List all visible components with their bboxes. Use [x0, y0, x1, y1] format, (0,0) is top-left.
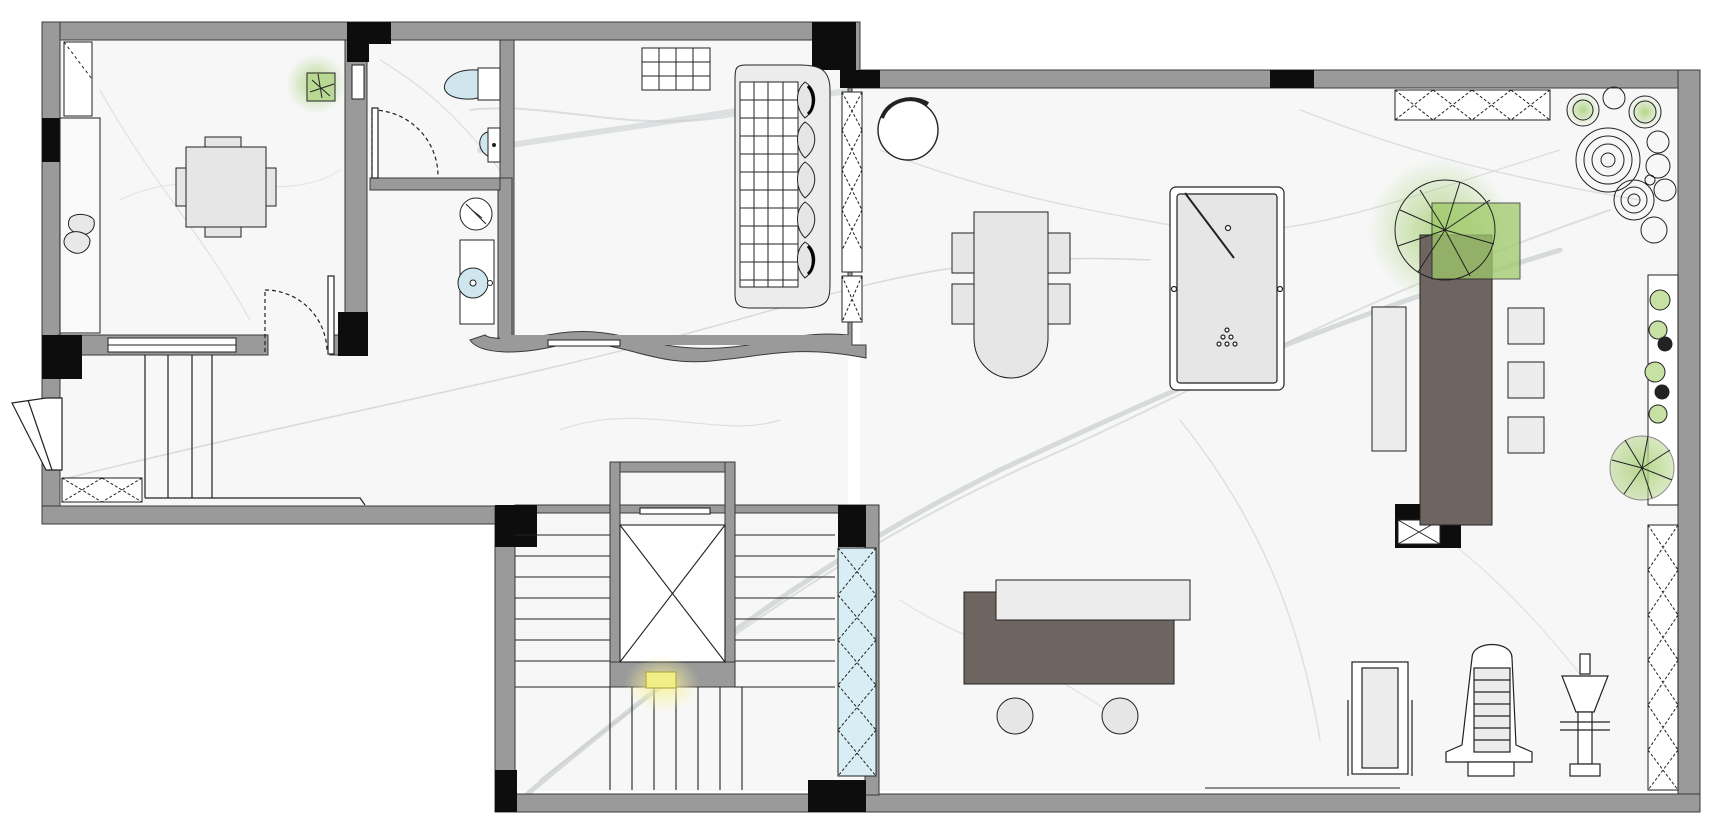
- bar-counter-icon: [1371, 234, 1545, 526]
- windows: [61, 41, 1679, 791]
- dining-table-icon: [951, 211, 1071, 379]
- bathroom-fixtures: [443, 67, 501, 325]
- pillow-icon: [63, 213, 95, 254]
- window-living: [841, 91, 863, 273]
- dining-table-icon: [175, 136, 277, 238]
- living-room: [547, 47, 831, 347]
- window-right-side: [1647, 524, 1679, 791]
- exterior-walls: [41, 21, 1701, 813]
- plant-icon: [306, 72, 336, 102]
- stairs-icon: [144, 355, 366, 506]
- stair-treads-left: [515, 534, 610, 688]
- billiard-table-icon: [1169, 186, 1285, 391]
- bedroom-furniture: [59, 117, 277, 334]
- radiator-grid-icon: [641, 47, 711, 91]
- doors: [11, 107, 439, 471]
- desk-icon: [963, 579, 1191, 735]
- toilet-icon: [443, 67, 501, 101]
- plant-cluster-right: [1566, 86, 1677, 244]
- plant-icon: [1394, 179, 1521, 281]
- sink-icon: [457, 239, 495, 325]
- lounge-chair-icon: [877, 97, 939, 161]
- treadmill-icon: [1445, 644, 1533, 777]
- stair-treads-right: [735, 534, 835, 688]
- ceiling-light: [645, 671, 677, 689]
- weight-machine-icon: [1560, 653, 1610, 777]
- stairwell: [515, 507, 835, 790]
- window-right-top: [1394, 89, 1551, 121]
- plant-icon: [1609, 435, 1675, 501]
- bidet-icon: [479, 127, 501, 163]
- entry-door: [11, 397, 63, 471]
- window-hall-bottom: [61, 477, 143, 503]
- window-left-top: [63, 41, 93, 117]
- door-swing-bedroom: [264, 289, 328, 353]
- glass-screen: [837, 547, 877, 777]
- exercise-bike-icon: [1347, 661, 1413, 776]
- sofa-icon: [734, 64, 831, 309]
